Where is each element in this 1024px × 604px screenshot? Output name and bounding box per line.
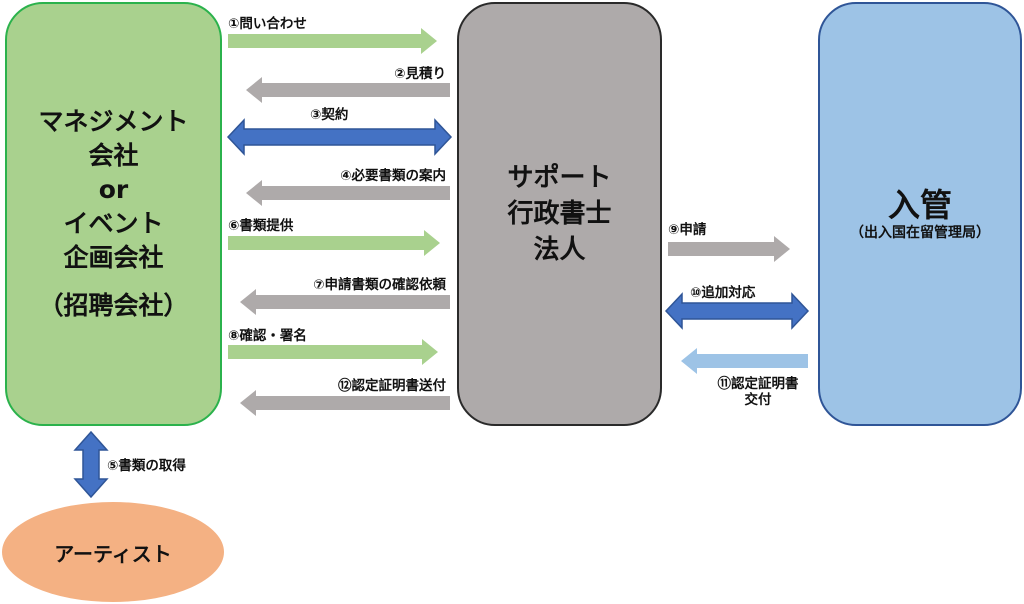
step-7-arrow [240, 289, 450, 315]
agency-line-4: イベント [63, 209, 164, 238]
agency-line-5: 企画会社 [63, 243, 164, 272]
step-8-arrow [228, 339, 438, 365]
immigration-subtitle: （出入国在留管理局） [850, 225, 990, 241]
artist-node: アーティスト [2, 502, 224, 602]
step-4-arrow [246, 180, 450, 206]
step-10-arrow [664, 292, 810, 330]
support-node: サポート 行政書士 法人 [457, 2, 662, 426]
agency-line-3: or [98, 175, 129, 204]
immigration-title: 入管 [887, 186, 952, 224]
step-9-arrow [668, 236, 790, 262]
agency-node: マネジメント 会社 or イベント 企画会社 （招聘会社） [5, 2, 222, 426]
step-5-label: ⑤書類の取得 [107, 458, 186, 474]
immigration-node: 入管 （出入国在留管理局） [818, 2, 1022, 426]
step-11-label-line-2: 交付 [744, 392, 772, 408]
step-12-arrow [240, 390, 450, 416]
step-2-arrow [246, 77, 450, 103]
step-11-label-line-1: ⑪認定証明書 [717, 376, 799, 392]
agency-line-1: マネジメント [38, 107, 189, 136]
step-8-label: ⑧確認・署名 [228, 328, 307, 344]
step-9-label: ⑨申請 [668, 222, 707, 238]
step-11-label: ⑪認定証明書 交付 [703, 376, 813, 408]
step-6-label: ⑥書類提供 [228, 218, 294, 234]
step-1-label: ①問い合わせ [228, 16, 307, 32]
step-3-arrow [226, 118, 453, 156]
agency-note: （招聘会社） [38, 291, 189, 320]
step-2-label: ②見積り [394, 66, 446, 82]
artist-label: アーティスト [54, 541, 172, 566]
step-3-label: ③契約 [310, 107, 349, 123]
step-1-arrow [228, 28, 437, 54]
step-10-label: ⑩追加対応 [690, 285, 756, 301]
support-line-3: 法人 [533, 235, 586, 265]
step-7-label: ⑦申請書類の確認依頼 [313, 277, 446, 293]
step-5-arrow [73, 430, 109, 499]
step-6-arrow [228, 230, 440, 256]
step-11-arrow [681, 348, 808, 374]
agency-line-2: 会社 [88, 141, 139, 170]
support-line-2: 行政書士 [507, 199, 612, 229]
support-line-1: サポート [507, 163, 612, 193]
step-12-label: ⑫認定証明書送付 [338, 378, 446, 394]
step-4-label: ④必要書類の案内 [340, 168, 446, 184]
